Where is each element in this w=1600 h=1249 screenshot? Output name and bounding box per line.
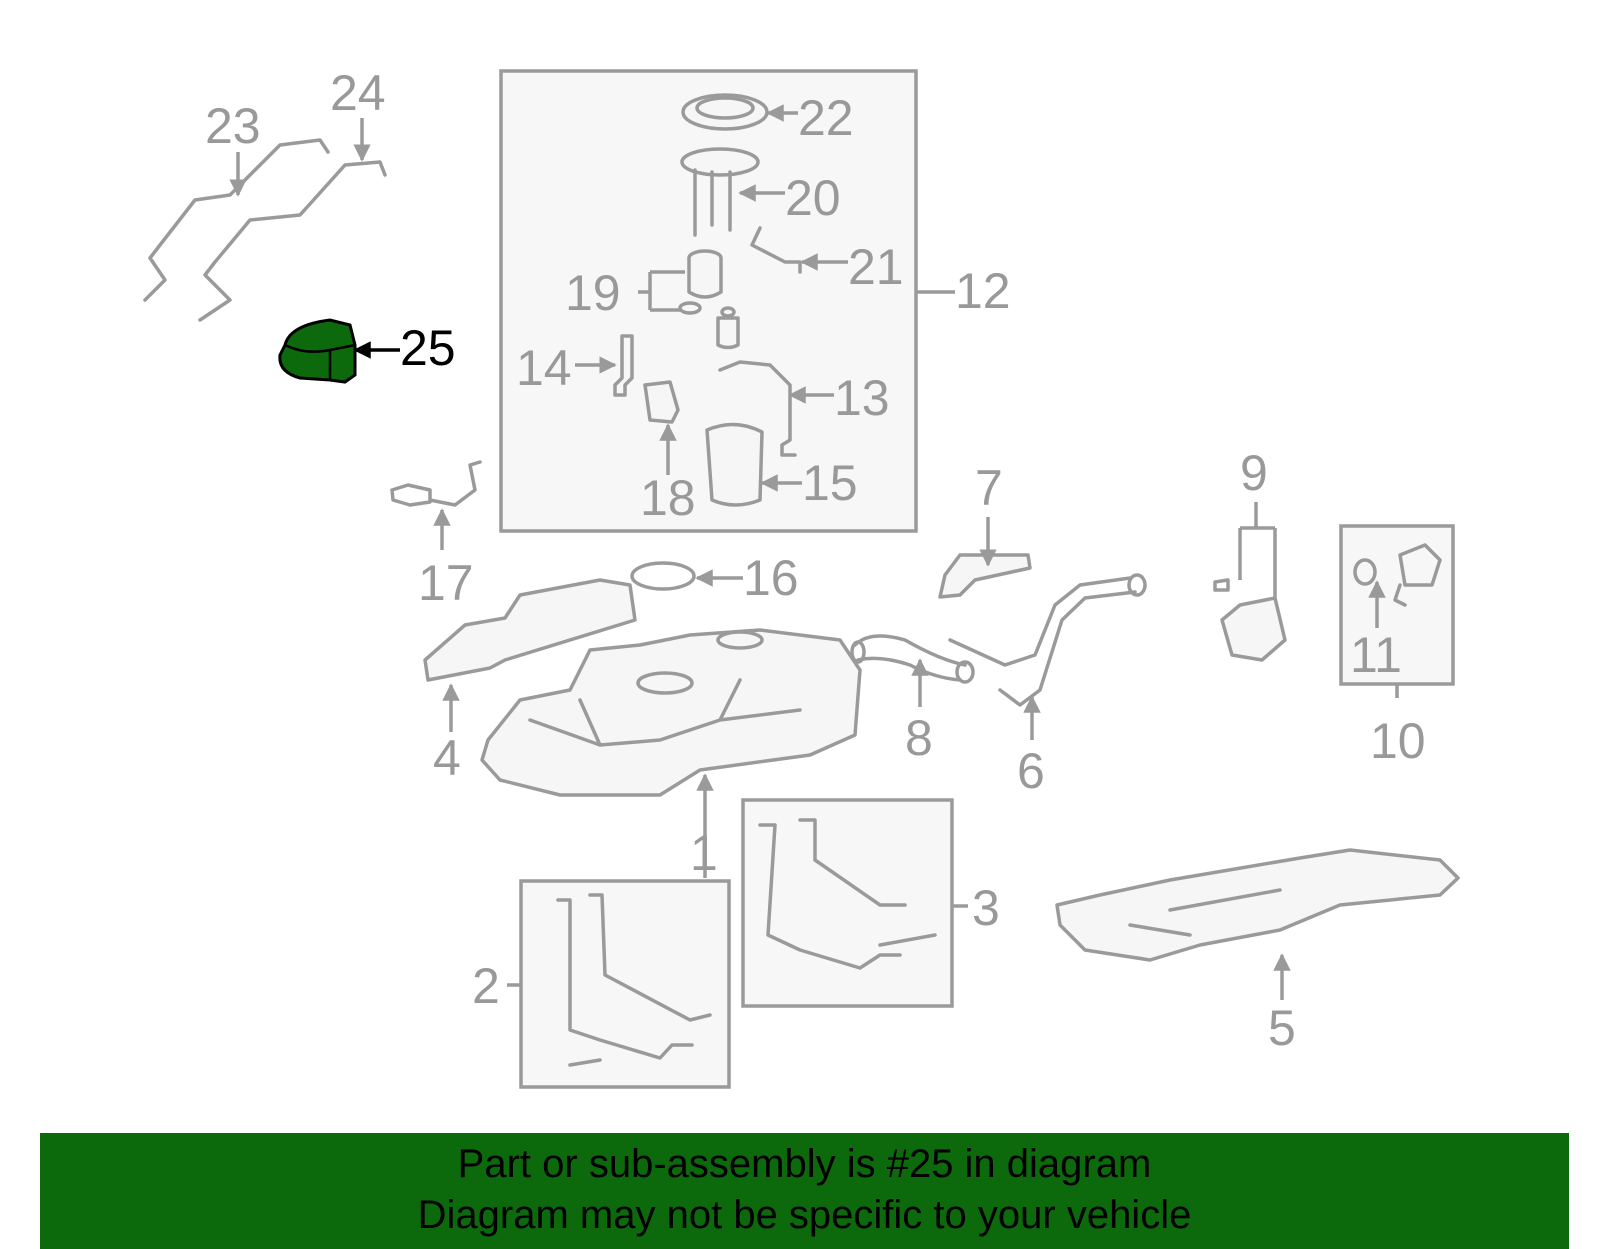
notice-line-1: Part or sub-assembly is #25 in diagram: [457, 1142, 1152, 1186]
part-8-hose: [853, 634, 967, 682]
part-24-fuel-line: [198, 160, 387, 322]
notice-banner: Part or sub-assembly is #25 in diagram D…: [40, 1133, 1569, 1249]
callout-3: 3: [972, 880, 1000, 936]
callout-17: 17: [418, 555, 474, 611]
callout-14: 14: [516, 340, 572, 396]
callout-15: 15: [802, 455, 858, 511]
part-3-straps: [758, 818, 937, 970]
callout-9: 9: [1240, 445, 1268, 501]
callout-12: 12: [955, 263, 1011, 319]
part-10-fuel-cap: [1393, 543, 1442, 607]
callout-20: 20: [785, 170, 841, 226]
callout-13: 13: [834, 370, 890, 426]
part-11-grommet: [1353, 558, 1377, 586]
part-19-fuel-pump: [687, 258, 723, 299]
part-1-fuel-tank: [480, 628, 862, 797]
callout-18: 18: [640, 470, 696, 526]
callout-4: 4: [433, 730, 461, 786]
part-20-pump-bracket: [680, 147, 760, 177]
callout-1: 1: [690, 825, 718, 881]
callout-8: 8: [905, 710, 933, 766]
part-4-bracket: [423, 578, 637, 682]
callout-24: 24: [330, 65, 386, 121]
part-5-skid-plate: [1055, 848, 1460, 962]
part-15-reservoir: [705, 422, 764, 507]
part-6-filler-pipe: [948, 576, 1137, 707]
part-18-cover: [643, 380, 680, 424]
group-box-3: [741, 798, 954, 1008]
callout-10: 10: [1370, 713, 1426, 769]
callout-6: 6: [1017, 743, 1045, 799]
callout-19: 19: [565, 265, 621, 321]
callout-7: 7: [975, 460, 1003, 516]
callout-25: 25: [400, 320, 456, 376]
part-22-lock-ring: [681, 93, 769, 131]
part-23-fuel-line: [143, 138, 330, 302]
part-14-sensor: [613, 334, 634, 397]
part-17-sender: [390, 460, 482, 507]
part-25-highlighted[interactable]: [278, 318, 357, 384]
part-7-protector: [938, 553, 1032, 599]
part-2-straps: [556, 893, 712, 1067]
callout-2: 2: [472, 958, 500, 1014]
callout-11: 11: [1350, 627, 1402, 683]
part-16-gasket: [630, 561, 696, 591]
callout-23: 23: [205, 98, 261, 154]
callout-22: 22: [798, 90, 854, 146]
part-13-sender: [718, 360, 797, 457]
part-9-inlet-housing: [1220, 596, 1287, 662]
notice-line-2: Diagram may not be specific to your vehi…: [417, 1193, 1192, 1237]
callout-16: 16: [743, 550, 799, 606]
part-21-strap: [750, 226, 802, 274]
callout-21: 21: [848, 239, 904, 295]
callout-5: 5: [1268, 1000, 1296, 1056]
